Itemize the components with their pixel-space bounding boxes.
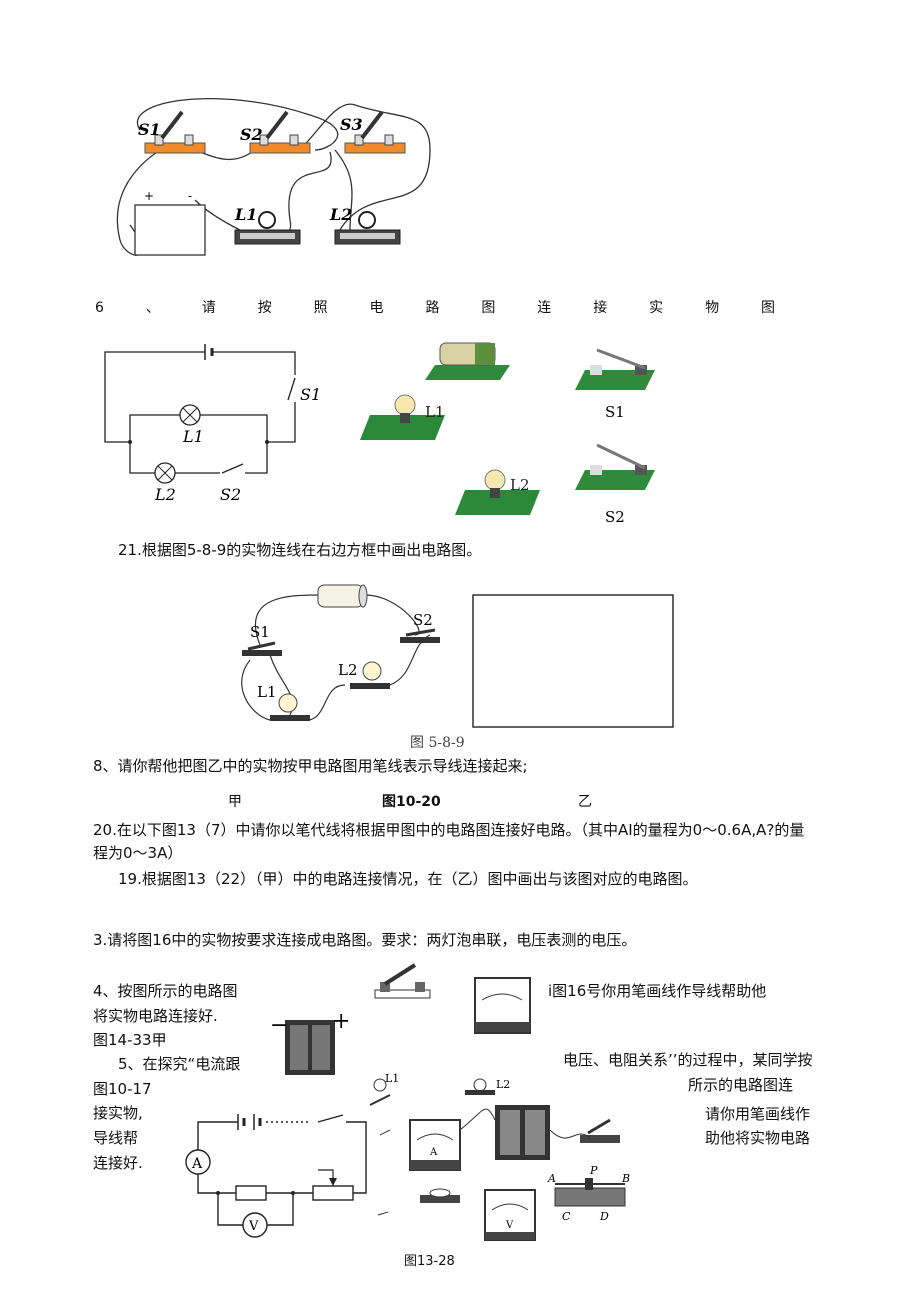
top-circuit-figure: S1 S2 S3 L1 L2 + - xyxy=(116,98,431,256)
q4-line1: 4、按图所示的电路图 xyxy=(93,982,238,1000)
q6-char: 按 xyxy=(257,300,272,316)
q5-fig-caption: 图13-28 xyxy=(404,1254,455,1269)
q5-circuit-diagram: A V xyxy=(185,1114,367,1238)
label-s2: S2 xyxy=(240,125,263,144)
q5-ammeter-photo-label: A xyxy=(429,1147,438,1158)
label-s1: S1 xyxy=(138,120,161,139)
q21-figure: S1 S2 L1 L2 图 5-8-9 xyxy=(241,584,674,751)
rheostat-label-p: P xyxy=(589,1164,598,1177)
q5-right-line5: 助他将实物电路 xyxy=(705,1129,811,1147)
battery-plus: + xyxy=(144,189,154,203)
q21-label-s2: S2 xyxy=(413,611,433,629)
battery-minus: - xyxy=(188,189,192,203)
q21-answer-box xyxy=(472,594,674,728)
q6-char: 照 xyxy=(313,300,328,316)
q5-lamp-l1: L1 xyxy=(385,1072,399,1085)
rheostat-label-a: A xyxy=(547,1172,556,1185)
q6-char: 图 xyxy=(481,300,496,316)
battery-pack-minus: − xyxy=(270,1013,288,1038)
q6-circuit-diagram: S1 L1 L2 S2 xyxy=(104,344,321,504)
q5-right-line4: 请你用笔画线作 xyxy=(705,1105,811,1123)
q6-char: 连 xyxy=(537,300,552,316)
q6-heading: 6 、 请 按 照 电 路 图 连 接 实 物 图 xyxy=(95,298,775,318)
q5-left-line3: 接实物, xyxy=(93,1104,143,1122)
q6-char: 物 xyxy=(705,300,720,316)
q6-component-photos: L1 L2 S1 S2 xyxy=(360,342,655,525)
q6-photo-s1: S1 xyxy=(605,403,625,421)
q6-label-s1: S1 xyxy=(300,385,321,404)
q5-lamp-l2: L2 xyxy=(496,1078,510,1091)
q6-label-s2: S2 xyxy=(220,485,241,504)
q5-apparatus-figure: − + L1 L2 A V A P B C D xyxy=(270,963,630,1241)
rheostat-label-d: D xyxy=(599,1210,609,1223)
q21-text: 21.根据图5-8-9的实物连线在右边方框中画出电路图。 xyxy=(118,541,482,559)
q8-fig-label: 图10-20 xyxy=(382,794,441,810)
q20-line2: 程为0～3A） xyxy=(93,844,183,862)
label-s3: S3 xyxy=(340,115,363,134)
q21-label-l2: L2 xyxy=(338,661,358,679)
q5-right-line1: i图16号你用笔画线作导线帮助他 xyxy=(548,982,767,1000)
q6-photo-s2: S2 xyxy=(605,508,625,525)
label-l1: L1 xyxy=(234,205,257,224)
q21-label-s1: S1 xyxy=(250,623,270,641)
q6-label-l1: L1 xyxy=(182,427,204,446)
label-l2: L2 xyxy=(329,205,352,224)
q5-right-line2: 电压、电阻关系’’的过程中，某同学按 xyxy=(563,1051,813,1069)
q8-yi: 乙 xyxy=(578,794,592,810)
q6-photo-l1: L1 xyxy=(425,403,445,421)
q6-label-l2: L2 xyxy=(154,485,176,504)
battery-pack-plus: + xyxy=(332,1009,350,1034)
q20-line1: 20.在以下图13（7）中请你以笔代线将根据甲图中的电路图连接好电路。（其中AI… xyxy=(93,821,805,839)
q5-left-line5: 连接好. xyxy=(93,1154,143,1172)
q8-jia: 甲 xyxy=(228,794,242,810)
q19-text: 19.根据图13（22）（甲）中的电路连接情况，在（乙）图中画出与该图对应的电路… xyxy=(118,870,698,888)
q6-char: 实 xyxy=(649,300,664,316)
rheostat-label-c: C xyxy=(562,1210,571,1223)
q5-ammeter-symbol: A xyxy=(191,1156,203,1172)
q5-left-line4: 导线帮 xyxy=(93,1129,139,1147)
q4-line3: 图14-33甲 xyxy=(93,1031,167,1049)
q6-char: 请 xyxy=(201,300,216,316)
q5-right-line3: 所示的电路图连 xyxy=(688,1076,794,1094)
q5-voltmeter-photo-label: V xyxy=(505,1220,514,1231)
q6-char: 电 xyxy=(369,300,384,316)
rheostat-label-b: B xyxy=(621,1172,630,1185)
q5-left-line2: 图10-17 xyxy=(93,1080,152,1098)
q6-char: 图 xyxy=(760,300,775,316)
q6-photo-l2: L2 xyxy=(510,476,530,494)
q5-voltmeter-symbol: V xyxy=(248,1219,259,1234)
q21-label-l1: L1 xyxy=(257,683,277,701)
q6-char: 接 xyxy=(593,300,608,316)
q5-left-line1: 5、在探究“电流跟 xyxy=(118,1055,241,1073)
q4-line2: 将实物电路连接好. xyxy=(93,1007,218,1025)
q6-char: 、 xyxy=(145,300,160,316)
q8-text: 8、请你帮他把图乙中的实物按甲电路图用笔线表示导线连接起来; xyxy=(93,757,528,775)
q3-text: 3.请将图16中的实物按要求连接成电路图。要求：两灯泡串联，电压表测的电压。 xyxy=(93,931,637,949)
q21-caption: 图 5-8-9 xyxy=(410,735,465,751)
q6-char: 路 xyxy=(425,300,440,316)
q6-char: 6 xyxy=(95,300,104,316)
